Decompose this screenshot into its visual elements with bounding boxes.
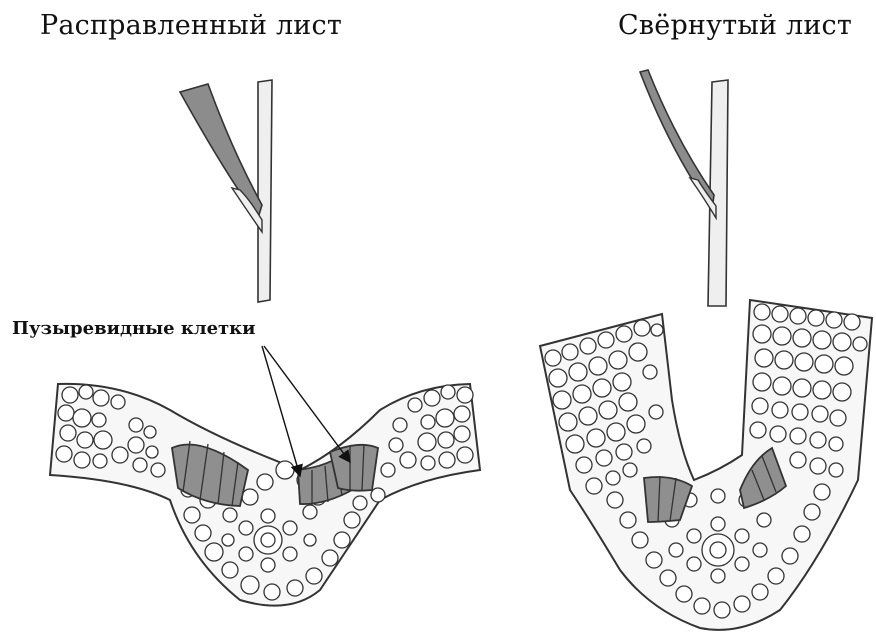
unrolled-leaf-shoot <box>180 80 272 302</box>
unrolled-section-outline <box>50 384 480 606</box>
rolled-leaf-shoot <box>640 70 728 306</box>
unrolled-stem <box>258 80 272 302</box>
unrolled-bulliform-cells-right <box>330 444 378 491</box>
arrow-to-right-bulliform <box>264 346 350 462</box>
unrolled-leaf-blade <box>180 84 262 218</box>
unrolled-cross-section <box>50 384 480 606</box>
rolled-cross-section <box>540 300 872 630</box>
